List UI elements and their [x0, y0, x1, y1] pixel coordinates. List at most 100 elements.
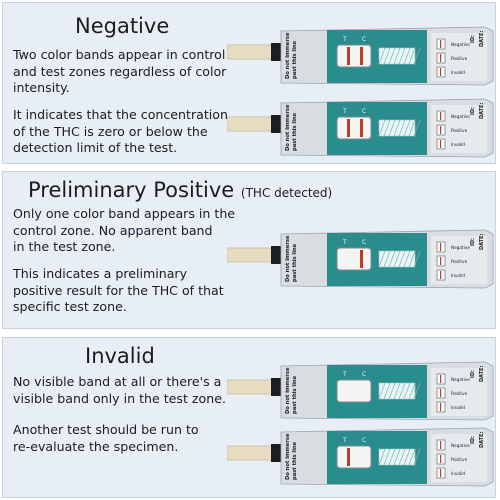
mini-label: Invalid [451, 471, 465, 476]
date-label: DATE: [479, 432, 485, 448]
pad-hatch [403, 382, 411, 400]
mini-band [440, 389, 442, 397]
id-label: ID: [470, 107, 476, 115]
test-band [347, 448, 350, 466]
warning-text-2: past this line [292, 441, 298, 480]
date-label: DATE: [479, 103, 485, 119]
result-window [336, 116, 372, 140]
strip-collar [271, 43, 281, 61]
warning-text-2: past this line [292, 243, 298, 282]
test-band [347, 119, 350, 137]
mini-label: Negative [451, 114, 470, 119]
strip-collar [271, 378, 281, 396]
result-window [336, 247, 372, 271]
warning-text-1: Do not immerse [285, 32, 291, 79]
pad-hatch [403, 47, 411, 65]
mini-label: Invalid [451, 273, 465, 278]
mini-band [440, 455, 442, 463]
id-label: ID: [470, 35, 476, 43]
negative-panel: Negative Two color bands appear in contr… [2, 2, 496, 164]
pad-hatch [403, 250, 411, 268]
pad-hatch [388, 382, 396, 400]
pad-hatch [398, 448, 406, 466]
id-label: ID: [470, 370, 476, 378]
warning-text-2: past this line [292, 40, 298, 79]
control-band [360, 250, 363, 268]
pad-hatch [408, 47, 416, 65]
mini-band [440, 54, 442, 62]
mini-label: Positive [451, 391, 468, 396]
negative-meaning: It indicates that the concentration of t… [13, 107, 228, 155]
control-label: C [362, 108, 366, 115]
test-label: T [342, 371, 347, 378]
pad-hatch [393, 448, 401, 466]
test-label: T [342, 36, 347, 43]
mini-band [440, 40, 442, 48]
date-label: DATE: [479, 366, 485, 382]
control-label: C [362, 371, 366, 378]
mini-label: Negative [451, 42, 470, 47]
pad-hatch [413, 47, 421, 65]
pad-hatch [388, 119, 396, 137]
warning-text-1: Do not immerse [285, 433, 291, 480]
pad-hatch [413, 119, 421, 137]
invalid-panel: Invalid No visible band at all or there'… [2, 337, 496, 498]
preliminary-positive-panel: Preliminary Positive (THC detected) Only… [2, 171, 496, 329]
pad-hatch [383, 119, 391, 137]
mini-band [440, 68, 442, 76]
control-label: C [362, 239, 366, 246]
mini-label: Negative [451, 377, 470, 382]
pad-hatch [378, 448, 386, 466]
pad-hatch [413, 382, 421, 400]
strip-collar [271, 444, 281, 462]
pad-hatch [383, 448, 391, 466]
mini-label: Invalid [451, 142, 465, 147]
pad-hatch [403, 448, 411, 466]
pad-hatch [393, 47, 401, 65]
mini-band [440, 112, 442, 120]
mini-label: Invalid [451, 405, 465, 410]
pad-hatch [383, 382, 391, 400]
pad-hatch [398, 250, 406, 268]
invalid-heading-text: Invalid [85, 344, 155, 368]
invalid-description: No visible band at all or there's a visi… [13, 374, 226, 406]
warning-text-1: Do not immerse [285, 367, 291, 414]
pad-hatch [398, 382, 406, 400]
test-label: T [342, 108, 347, 115]
mini-label: Invalid [451, 70, 465, 75]
pad-hatch [378, 250, 386, 268]
result-window [336, 445, 372, 469]
pad-hatch [408, 448, 416, 466]
warning-text-2: past this line [292, 112, 298, 151]
pad-hatch [378, 47, 386, 65]
mini-band [440, 243, 442, 251]
pad-hatch [413, 448, 421, 466]
result-window [336, 44, 372, 68]
mini-band [440, 469, 442, 477]
strip-collar [271, 246, 281, 264]
mini-band [440, 140, 442, 148]
mini-band [440, 257, 442, 265]
test-label: T [342, 437, 347, 444]
warning-text-1: Do not immerse [285, 104, 291, 151]
invalid-heading: Invalid [85, 344, 155, 368]
control-label: C [362, 36, 366, 43]
mini-label: Negative [451, 245, 470, 250]
pad-hatch [393, 250, 401, 268]
pad-hatch [383, 47, 391, 65]
mini-label: Positive [451, 128, 468, 133]
warning-text-2: past this line [292, 375, 298, 414]
